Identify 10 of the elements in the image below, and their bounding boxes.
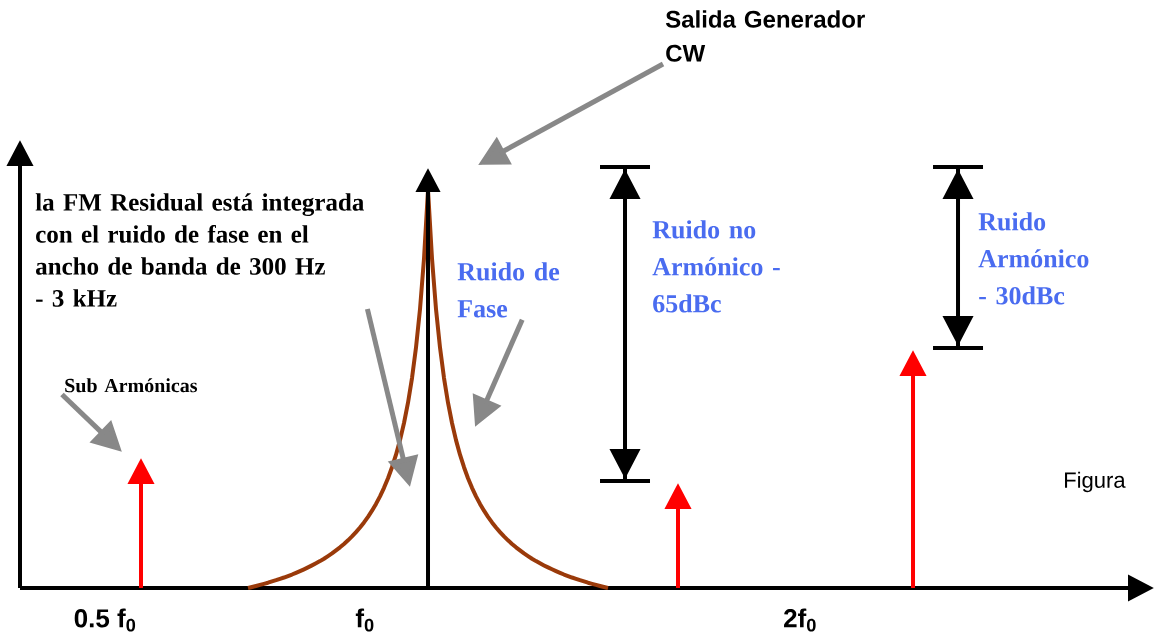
annotation-text: Sub Armónicas — [65, 378, 198, 393]
annotation-text: Ruido no Armónico - 65dBc — [652, 220, 780, 313]
annotation-text: la FM Residual está integrada con el ruido de fase en el ancho de banda de 300 Hz - 3 kHz — [35, 193, 364, 307]
axis-label: Figura — [1065, 471, 1126, 493]
axis-label: f$_{0}$ — [355, 608, 374, 632]
annotation-text: Ruido de Fase — [457, 262, 560, 318]
axis-label: 2f$_{0}$ — [784, 608, 816, 632]
callout-text: Salida Generador CW — [665, 10, 865, 62]
axis-label: 0.5 f$_{0}$ — [74, 608, 136, 632]
annotation-text: Ruido Armónico - 30dBc — [978, 212, 1089, 305]
